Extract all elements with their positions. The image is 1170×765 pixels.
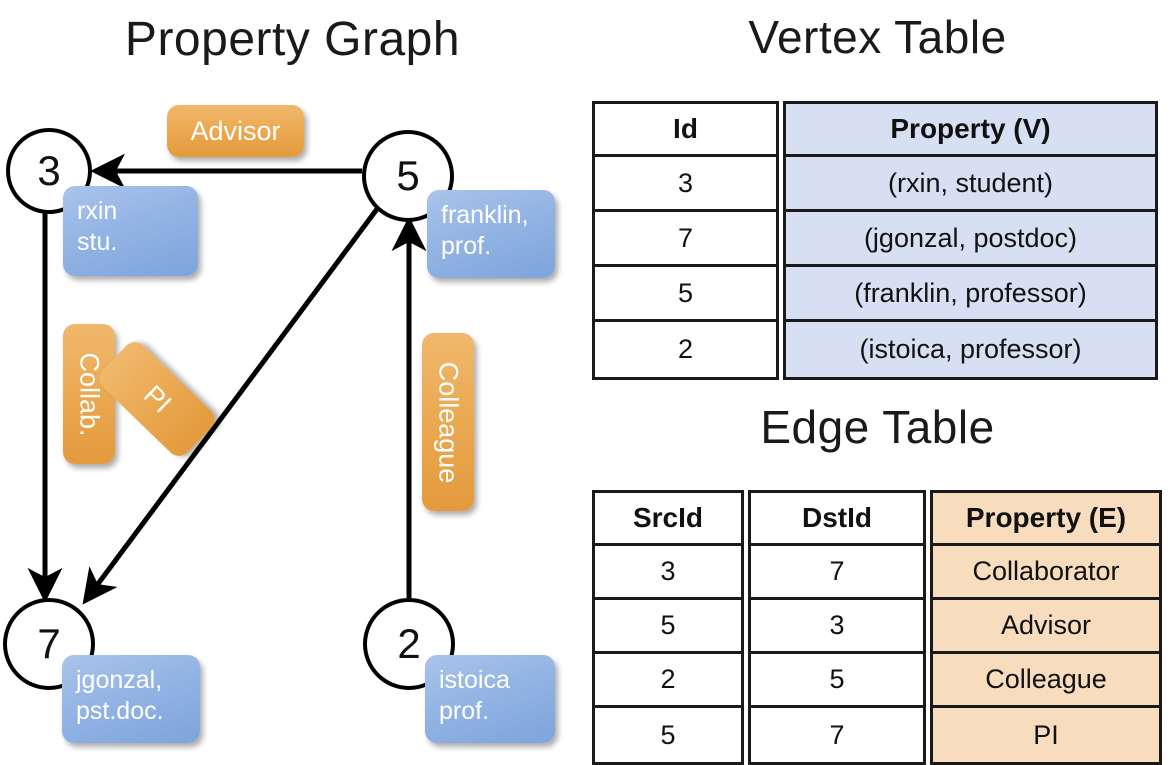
- graph-node-5[interactable]: 5: [362, 130, 454, 222]
- graph-edges-svg: [27, 153, 427, 605]
- graph-node-2[interactable]: 2: [363, 598, 455, 690]
- graph-node-5-property-box: franklin, prof.: [427, 190, 555, 278]
- edge-table-col-dstid: DstId 7 3 5 7: [748, 490, 926, 765]
- graph-node-2-label: 2: [397, 620, 421, 667]
- graph-node-2-property-box: istoica prof.: [425, 655, 555, 743]
- graph-edge-label-advisor: Advisor: [167, 105, 304, 157]
- edge-table-col-srcid: SrcId 3 5 2 5: [592, 490, 744, 765]
- table-row-cell-property: (istoica, professor): [786, 322, 1155, 377]
- graph-node-3-property-line2: stu.: [77, 227, 118, 256]
- vertex-table-header-property: Property (V): [786, 104, 1155, 157]
- graph-node-7-property-line1: jgonzal,: [76, 666, 163, 694]
- page-title-vertex-table: Vertex Table: [748, 11, 1007, 63]
- graph-node-7-label: 7: [37, 620, 61, 667]
- edge-table-header-property: Property (E): [933, 493, 1159, 546]
- vertex-table-col-property: Property (V) (rxin, student) (jgonzal, p…: [783, 101, 1158, 380]
- table-row-cell-srcid: 3: [595, 546, 741, 600]
- table-row-cell-dstid: 5: [751, 654, 923, 708]
- graph-node-5-property-line2: prof.: [441, 231, 492, 260]
- graph-edge-label-collab-text: Collab.: [74, 351, 105, 437]
- graph-node-7-property-box: jgonzal, pst.doc.: [62, 655, 200, 743]
- edge-table-header-srcid: SrcId: [595, 493, 741, 546]
- graph-node-2-property-line2: prof.: [439, 696, 490, 725]
- table-row-cell-property: (jgonzal, postdoc): [786, 212, 1155, 267]
- vertex-table: Id 3 7 5 2 Property (V) (rxin, student) …: [592, 101, 1158, 380]
- table-row-cell-srcid: 2: [595, 654, 741, 708]
- table-row-cell-dstid: 3: [751, 600, 923, 654]
- table-row-cell-srcid: 5: [595, 600, 741, 654]
- graph-edge-label-colleague-text: Colleague: [433, 361, 464, 483]
- graph-node-5-property-line1: franklin,: [441, 201, 529, 229]
- table-row-cell-property: (rxin, student): [786, 157, 1155, 212]
- graph-node-3-property-box: rxin stu.: [63, 186, 198, 276]
- table-row-cell-dstid: 7: [829, 719, 845, 750]
- table-row-cell-property: (franklin, professor): [786, 267, 1155, 322]
- table-row-cell-srcid: 5: [660, 719, 676, 750]
- graph-edge-label-collab: Collab.: [63, 324, 115, 464]
- table-row-cell-property: Collaborator: [933, 546, 1159, 600]
- graph-node-2-property-line1: istoica: [439, 666, 510, 694]
- table-row-cell-id: 5: [595, 267, 776, 322]
- edge-table-col-property: Property (E) Collaborator Advisor Collea…: [930, 490, 1162, 765]
- table-row-cell-property: PI: [933, 708, 1159, 762]
- table-row-cell-id: 3: [595, 157, 776, 212]
- table-row-cell-property: Colleague: [933, 654, 1159, 708]
- graph-edge-label-colleague: Colleague: [422, 333, 474, 511]
- table-row-cell-id: 2: [677, 334, 694, 364]
- property-graph-diagram: 3 5 7 2 rxin stu. franklin, prof. jgonza…: [0, 0, 585, 760]
- edge-table-header-dstid: DstId: [751, 493, 923, 546]
- graph-edge-label-advisor-text: Advisor: [190, 115, 281, 146]
- graph-edge-label-pi-text: PI: [137, 378, 177, 419]
- graph-node-3-property-line1: rxin: [77, 197, 118, 225]
- edge-5-to-7-pi: [82, 203, 383, 605]
- table-row-cell-dstid: 7: [751, 546, 923, 600]
- vertex-table-header-id: Id: [595, 104, 776, 157]
- page-title-edge-table: Edge Table: [760, 401, 995, 453]
- graph-node-5-label: 5: [396, 152, 420, 199]
- table-row-cell-property: Advisor: [933, 600, 1159, 654]
- vertex-table-col-id: Id 3 7 5 2: [592, 101, 779, 380]
- page-title-property-graph: Property Graph: [124, 13, 461, 66]
- table-row-cell-id: 7: [595, 212, 776, 267]
- graph-node-3-label: 3: [37, 147, 61, 194]
- graph-node-7-property-line2: pst.doc.: [76, 696, 164, 725]
- edge-table: SrcId 3 5 2 5 DstId 7 3 5 7 Property (E)…: [592, 490, 1162, 765]
